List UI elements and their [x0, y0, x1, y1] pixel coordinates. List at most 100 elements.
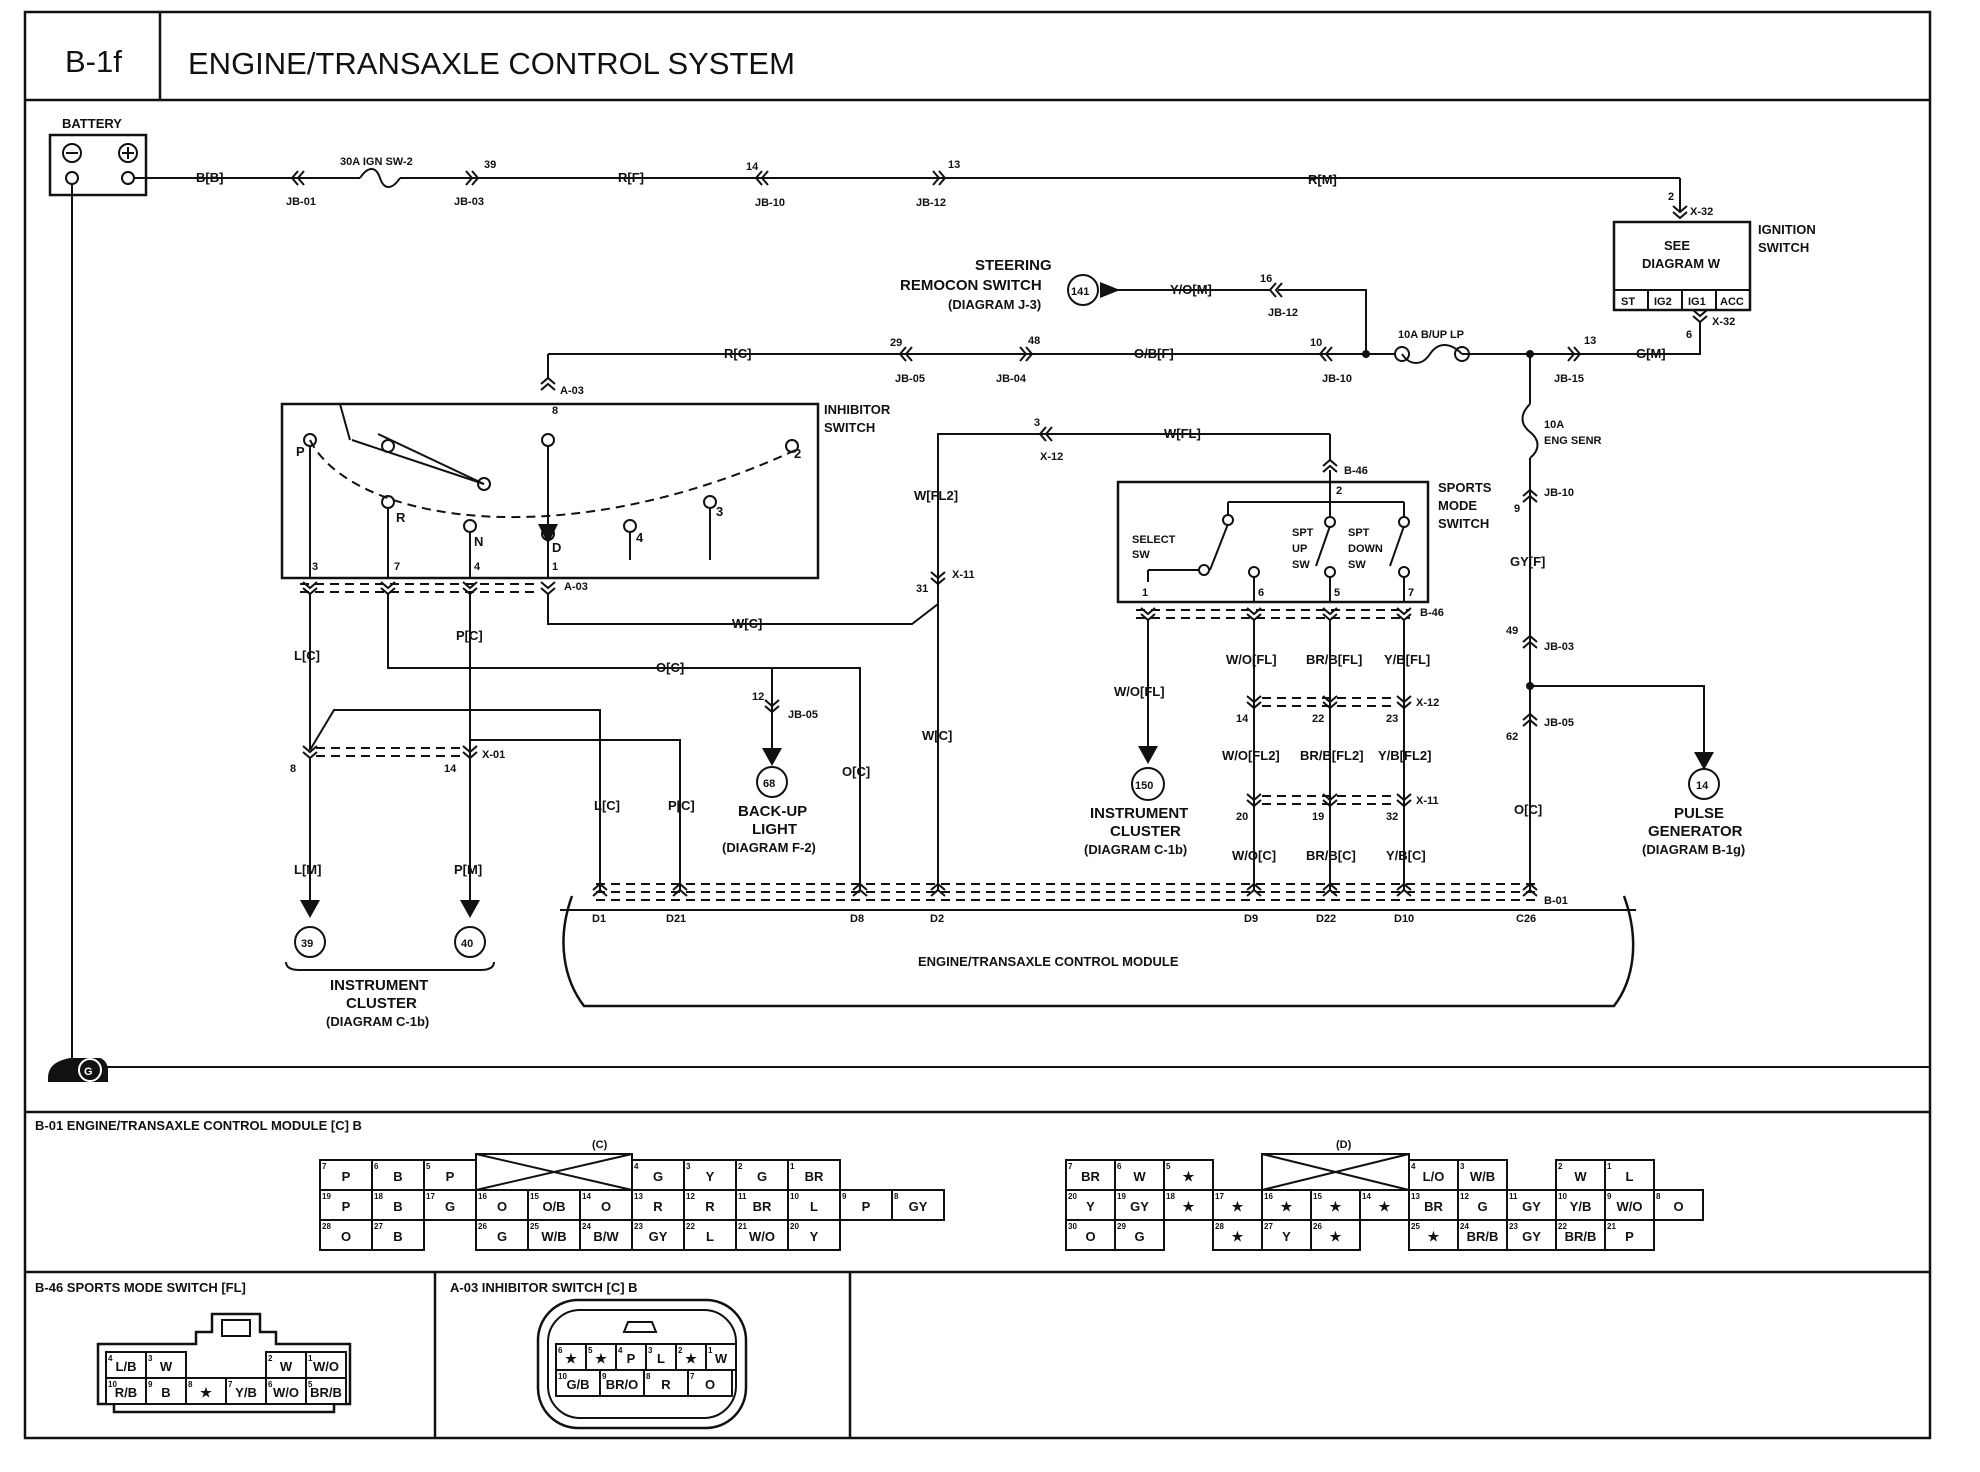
svg-text:16: 16: [1260, 273, 1272, 285]
ecm-label: ENGINE/TRANSAXLE CONTROL MODULE: [918, 954, 1179, 969]
svg-text:X-12: X-12: [1416, 697, 1439, 709]
pin-cell: [585, 1343, 617, 1371]
svg-text:W/O[FL]: W/O[FL]: [1226, 652, 1277, 667]
svg-text:X-11: X-11: [952, 569, 975, 581]
pin-cell: [423, 1189, 477, 1221]
pin-color: O: [497, 1199, 507, 1214]
pin-cell: [319, 1189, 373, 1221]
pin-cell: [839, 1189, 893, 1221]
svg-text:LIGHT: LIGHT: [752, 821, 797, 838]
pin-color: GY: [1130, 1199, 1149, 1214]
pin-color: Y: [1282, 1229, 1291, 1244]
svg-text:X-32: X-32: [1712, 316, 1735, 328]
pin-cell: [105, 1351, 147, 1379]
pin-color: P: [342, 1199, 351, 1214]
conn-b01-title: B-01 ENGINE/TRANSAXLE CONTROL MODULE [C]…: [35, 1118, 362, 1133]
pin-color: Y/B: [1570, 1199, 1592, 1214]
pin-color: ★: [595, 1351, 607, 1366]
svg-text:SWITCH: SWITCH: [824, 420, 875, 435]
pin-cell: [1408, 1189, 1459, 1221]
svg-text:D22: D22: [1316, 913, 1336, 925]
svg-text:8: 8: [552, 405, 558, 417]
pin-number: 19: [322, 1192, 331, 1201]
pin-number: 28: [1215, 1222, 1224, 1231]
pin-cell: [1065, 1159, 1116, 1191]
pin-color: Y: [706, 1169, 715, 1184]
pin-number: 8: [646, 1372, 651, 1381]
pin-cell: [1212, 1189, 1263, 1221]
svg-text:X-12: X-12: [1040, 451, 1063, 463]
page-frame: [23, 10, 1932, 1440]
svg-text:BACK-UP: BACK-UP: [738, 803, 807, 820]
inhibitor-switch: [280, 402, 820, 580]
pin-number: 11: [738, 1192, 747, 1201]
svg-text:JB-05: JB-05: [788, 709, 818, 721]
pin-color: W: [280, 1359, 293, 1374]
pin-cell: [631, 1189, 685, 1221]
svg-text:P[C]: P[C]: [668, 798, 695, 813]
pin-number: 12: [686, 1192, 695, 1201]
svg-text:X-01: X-01: [482, 749, 505, 761]
pin-cell: [579, 1219, 633, 1251]
pin-color: R/B: [115, 1385, 137, 1400]
svg-text:(C): (C): [592, 1139, 608, 1151]
pin-number: 3: [148, 1354, 153, 1363]
pin-number: 3: [648, 1346, 653, 1355]
pin-color: ★: [1428, 1229, 1440, 1244]
pin-number: 10: [790, 1192, 799, 1201]
svg-text:7: 7: [394, 561, 400, 573]
pin-color: W/B: [541, 1229, 566, 1244]
pin-cell: [1261, 1189, 1312, 1221]
svg-text:1: 1: [552, 561, 558, 573]
pin-number: 20: [1068, 1192, 1077, 1201]
svg-text:19: 19: [1312, 811, 1324, 823]
pin-color: W/B: [1470, 1169, 1495, 1184]
svg-text:JB-10: JB-10: [755, 197, 785, 209]
svg-text:D10: D10: [1394, 913, 1414, 925]
pin-number: 15: [1313, 1192, 1322, 1201]
pin-color: W: [715, 1351, 728, 1366]
pin-cell: [1555, 1219, 1606, 1251]
pin-cell: [105, 1377, 147, 1405]
svg-text:JB-12: JB-12: [1268, 307, 1298, 319]
pin-number: 26: [478, 1222, 487, 1231]
svg-text:JB-04: JB-04: [996, 373, 1027, 385]
svg-text:4: 4: [474, 561, 481, 573]
pin-cell: [145, 1351, 187, 1379]
svg-text:29: 29: [890, 337, 902, 349]
pin-color: Y: [810, 1229, 819, 1244]
pin-color: O: [1085, 1229, 1095, 1244]
pin-cell: [305, 1377, 347, 1405]
pin-color: W: [160, 1359, 173, 1374]
pin-number: 30: [1068, 1222, 1077, 1231]
pin-cell: [683, 1159, 737, 1191]
pin-cell: [1261, 1219, 1312, 1251]
pin-color: L: [810, 1199, 818, 1214]
pin-color: BR: [753, 1199, 772, 1214]
svg-text:(DIAGRAM F-2): (DIAGRAM F-2): [722, 840, 816, 855]
svg-text:141: 141: [1071, 286, 1089, 298]
pin-color: O: [1673, 1199, 1683, 1214]
page-title: ENGINE/TRANSAXLE CONTROL SYSTEM: [188, 46, 795, 81]
svg-text:JB-03: JB-03: [454, 196, 484, 208]
svg-text:14: 14: [1696, 780, 1709, 792]
svg-text:INSTRUMENT: INSTRUMENT: [330, 977, 428, 994]
pin-number: 27: [1264, 1222, 1273, 1231]
svg-text:SELECT: SELECT: [1132, 534, 1176, 546]
ecm-pin-row: [592, 883, 1538, 897]
pin-cell: [371, 1159, 425, 1191]
svg-text:2: 2: [1336, 485, 1342, 497]
svg-text:D9: D9: [1244, 913, 1258, 925]
svg-text:B[B]: B[B]: [196, 170, 223, 185]
svg-text:1: 1: [1142, 587, 1148, 599]
pin-color: BR/B: [1467, 1229, 1499, 1244]
svg-text:Y/B[FL2]: Y/B[FL2]: [1378, 748, 1431, 763]
svg-text:P: P: [296, 444, 305, 459]
svg-text:O/B[F]: O/B[F]: [1134, 346, 1174, 361]
pin-number: 28: [322, 1222, 331, 1231]
svg-text:ACC: ACC: [1720, 296, 1744, 308]
pin-number: 7: [228, 1380, 233, 1389]
svg-text:C26: C26: [1516, 913, 1536, 925]
pin-cell: [475, 1219, 529, 1251]
pin-cell: [1555, 1189, 1606, 1221]
